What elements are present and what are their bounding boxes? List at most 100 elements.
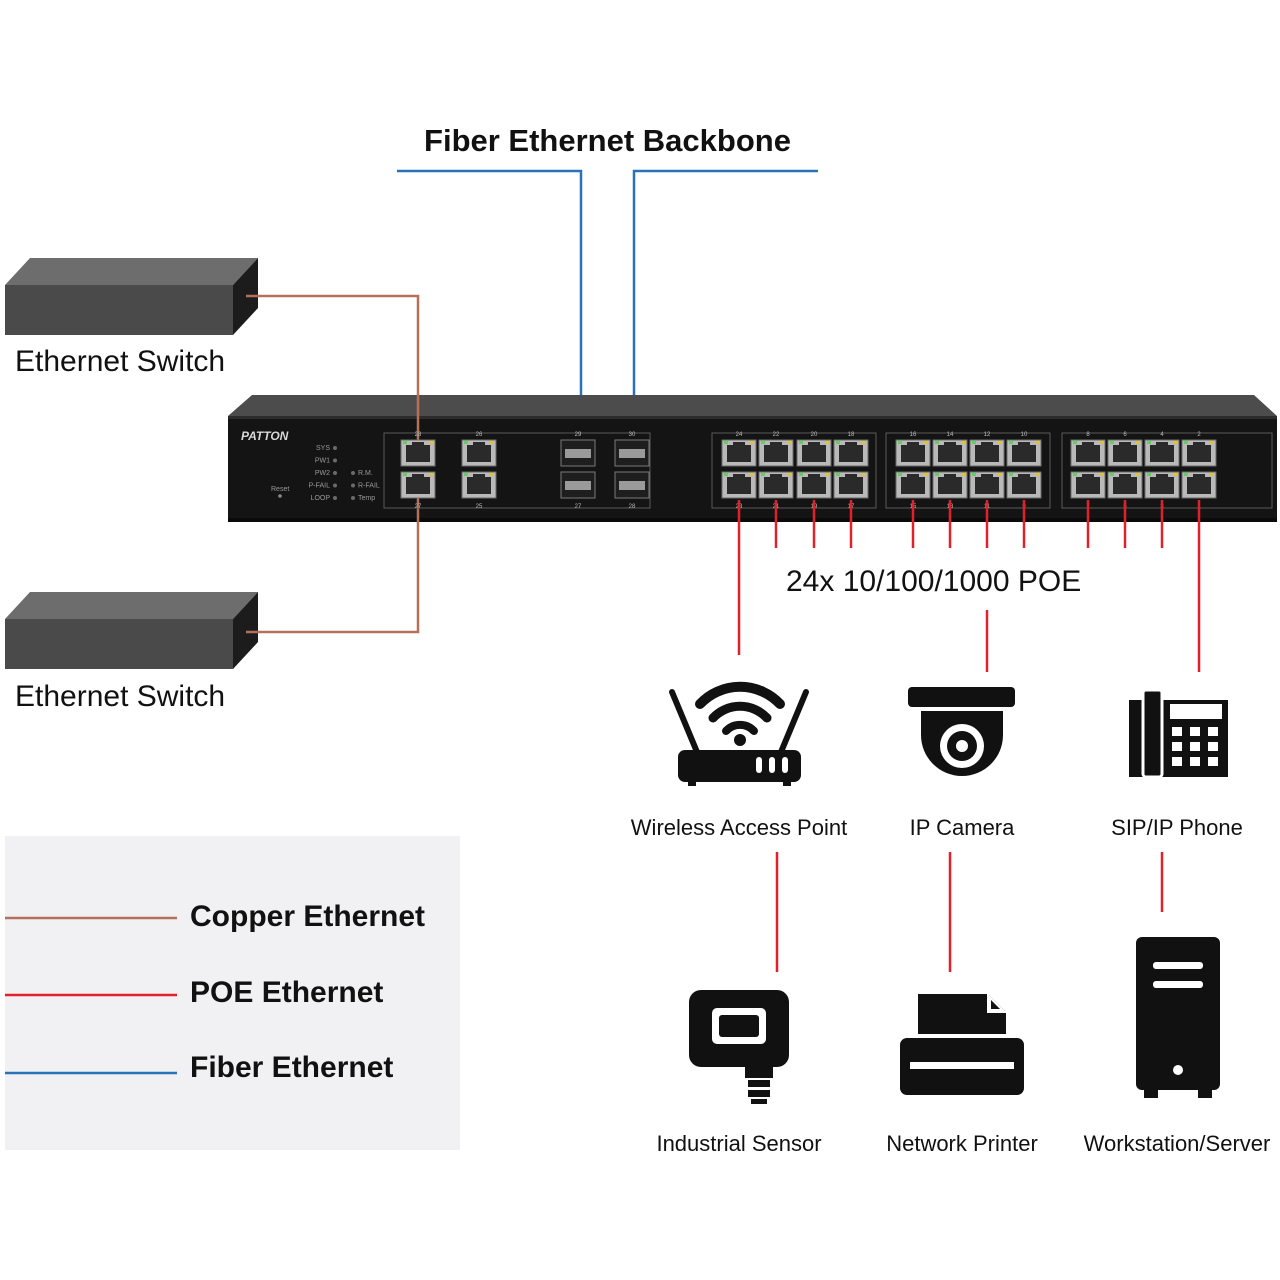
combo-port-top-1[interactable] bbox=[400, 439, 436, 467]
poe-port-top-12[interactable] bbox=[1181, 439, 1217, 467]
poe-port-bottom-1[interactable] bbox=[721, 471, 757, 499]
poe-port-bottom-5[interactable] bbox=[895, 471, 931, 499]
led-indicator bbox=[333, 496, 337, 500]
poe-port-bottom-3[interactable] bbox=[796, 471, 832, 499]
legend-lines bbox=[5, 916, 177, 1075]
port-number-top: 30 bbox=[629, 432, 636, 438]
device-label-industrial-sensor: Industrial Sensor bbox=[656, 1131, 822, 1156]
ethernet-switch-label-2: Ethernet Switch bbox=[15, 680, 226, 713]
poe-port-top-6[interactable] bbox=[932, 439, 968, 467]
fiber-line-right bbox=[632, 169, 818, 455]
keypad-key bbox=[1208, 742, 1218, 751]
poe-port-top-5[interactable] bbox=[895, 439, 931, 467]
port-number-bottom: 27 bbox=[575, 504, 582, 510]
poe-port-top-11[interactable] bbox=[1144, 439, 1180, 467]
poe-lines bbox=[737, 500, 1201, 972]
led-indicator bbox=[333, 458, 337, 463]
poe-port-top-3[interactable] bbox=[796, 439, 832, 467]
port-number-top: 16 bbox=[910, 432, 917, 438]
keypad-key bbox=[1190, 742, 1200, 751]
port-number-bottom: 27 bbox=[415, 504, 422, 510]
led-indicator bbox=[333, 483, 337, 488]
legend-label-fiber: Fiber Ethernet bbox=[190, 1051, 394, 1084]
wifi-router-icon bbox=[669, 681, 809, 786]
fiber-line-left bbox=[397, 169, 583, 455]
poe-port-top-10[interactable] bbox=[1107, 439, 1143, 467]
copper-line-2 bbox=[246, 495, 420, 634]
port-group-frame-1 bbox=[383, 432, 651, 509]
poe-port-bottom-12[interactable] bbox=[1181, 471, 1217, 499]
poe-port-bottom-9[interactable] bbox=[1070, 471, 1106, 499]
keypad-key bbox=[1172, 757, 1182, 766]
port-number-top: 28 bbox=[415, 432, 422, 438]
poe-switch-chassis bbox=[228, 395, 1277, 522]
led-indicator bbox=[351, 471, 355, 475]
ethernet-switch-box-1 bbox=[5, 258, 258, 335]
poe-port-top-8[interactable] bbox=[1006, 439, 1042, 467]
device-label-workstation-server: Workstation/Server bbox=[1083, 1131, 1271, 1156]
port-number-top: 6 bbox=[1123, 432, 1127, 438]
port-number-top: 20 bbox=[811, 432, 818, 438]
combo-port-bottom-2[interactable] bbox=[461, 471, 497, 499]
switch-panel-labels: PATTON SYSPW1PW2P-FAILLOOPR.M.R-FAILTemp… bbox=[241, 429, 380, 502]
poe-port-bottom-2[interactable] bbox=[758, 471, 794, 499]
keypad-key bbox=[1190, 727, 1200, 736]
device-label-wireless-access-point: Wireless Access Point bbox=[630, 815, 848, 840]
keypad-key bbox=[1190, 757, 1200, 766]
port-number-top: 14 bbox=[947, 432, 954, 438]
diagram-title: Fiber Ethernet Backbone bbox=[424, 123, 791, 158]
led-label-loop: LOOP bbox=[311, 495, 331, 502]
led-label-p-fail: P-FAIL bbox=[309, 483, 331, 490]
poe-port-caption: 24x 10/100/1000 POE bbox=[786, 565, 1082, 598]
reset-label: Reset bbox=[271, 486, 289, 493]
poe-port-bottom-6[interactable] bbox=[932, 471, 968, 499]
port-number-bottom: 25 bbox=[476, 504, 483, 510]
port-number-top: 2 bbox=[1197, 432, 1201, 438]
port-number-top: 18 bbox=[848, 432, 855, 438]
led-indicator bbox=[351, 483, 355, 488]
keypad-key bbox=[1208, 727, 1218, 736]
ethernet-switch-label-1: Ethernet Switch bbox=[15, 345, 226, 378]
port-group-frame-3 bbox=[885, 432, 1051, 509]
port-number-bottom: 28 bbox=[629, 504, 636, 510]
poe-port-top-7[interactable] bbox=[969, 439, 1005, 467]
legend-label-copper: Copper Ethernet bbox=[190, 900, 426, 933]
poe-port-bottom-7[interactable] bbox=[969, 471, 1005, 499]
port-number-top: 24 bbox=[736, 432, 743, 438]
combo-port-top-2[interactable] bbox=[461, 439, 497, 467]
switch-ports: 2827262529273028242322212019181716151413… bbox=[383, 432, 1273, 510]
legend-panel bbox=[5, 836, 460, 1150]
led-label-sys: SYS bbox=[316, 445, 330, 452]
led-label-rm: R.M. bbox=[358, 470, 373, 477]
keypad-key bbox=[1208, 757, 1218, 766]
legend-label-poe: POE Ethernet bbox=[190, 976, 384, 1009]
poe-port-top-2[interactable] bbox=[758, 439, 794, 467]
sfp-port-top-1[interactable] bbox=[560, 439, 596, 467]
poe-port-bottom-8[interactable] bbox=[1006, 471, 1042, 499]
port-number-top: 26 bbox=[476, 432, 483, 438]
port-number-top: 22 bbox=[773, 432, 780, 438]
led-label-temp: Temp bbox=[358, 495, 375, 502]
poe-port-top-9[interactable] bbox=[1070, 439, 1106, 467]
combo-port-bottom-1[interactable] bbox=[400, 471, 436, 499]
keypad-key bbox=[1172, 727, 1182, 736]
reset-button[interactable] bbox=[278, 494, 282, 498]
printer-icon bbox=[900, 994, 1024, 1095]
brand-logo: PATTON bbox=[241, 429, 289, 443]
port-number-top: 12 bbox=[984, 432, 991, 438]
led-indicator bbox=[333, 446, 337, 450]
sensor-icon bbox=[689, 990, 789, 1104]
keypad-key bbox=[1172, 742, 1182, 751]
poe-port-bottom-10[interactable] bbox=[1107, 471, 1143, 499]
poe-port-top-4[interactable] bbox=[833, 439, 869, 467]
poe-port-top-1[interactable] bbox=[721, 439, 757, 467]
sfp-port-bottom-2[interactable] bbox=[614, 471, 650, 499]
sfp-port-bottom-1[interactable] bbox=[560, 471, 596, 499]
server-tower-icon bbox=[1136, 937, 1220, 1098]
copper-line-1 bbox=[246, 294, 420, 455]
poe-port-bottom-4[interactable] bbox=[833, 471, 869, 499]
poe-port-bottom-11[interactable] bbox=[1144, 471, 1180, 499]
sfp-port-top-2[interactable] bbox=[614, 439, 650, 467]
